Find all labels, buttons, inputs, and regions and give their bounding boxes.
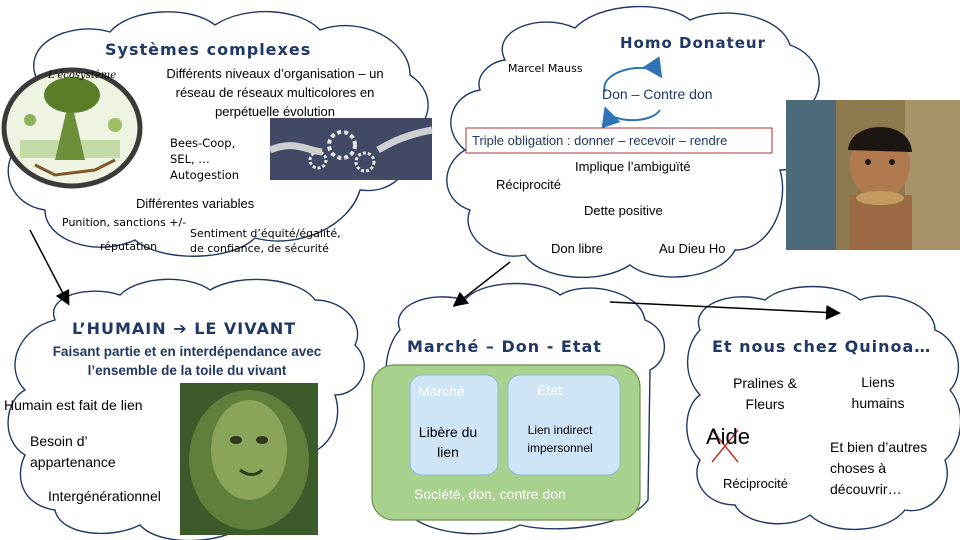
etat-blue-box [507,374,621,476]
variable-reputation: réputation [100,240,158,253]
aide-cross-line-2 [711,429,739,463]
homo-dette: Dette positive [584,203,663,218]
marche-title: Marché – Don - Etat [407,337,602,356]
homo-don-libre: Don libre [551,241,604,256]
marche-blue-box [409,374,499,476]
humain-besoin: Besoin d’ appartenance [30,433,116,470]
homo-triple-obligation: Triple obligation : donner – recevoir – … [472,133,728,148]
quinoa-title: Et nous chez Quinoa… [712,337,932,356]
homo-dieu: Au Dieu Ho [659,241,726,256]
arrow-systemes-to-humain [29,229,70,306]
systemes-title: Systèmes complexes [105,40,312,59]
tree-face-image [180,383,318,535]
humain-lien: Humain est fait de lien [4,397,143,413]
systemes-examples: Bees-Coop, SEL, … Autogestion [170,136,240,182]
quinoa-autres: Et bien d’autres choses à découvrir… [830,439,928,497]
quinoa-aide: Aide [706,424,751,449]
marche-societe: Société, don, contre don [414,486,566,502]
systemes-description: Différents niveaux d’organisation – un r… [166,66,384,119]
cycle-arrow-bottom [601,106,661,129]
marche-label: Marché [418,383,465,399]
humain-intergenerationnel: Intergénérationnel [48,488,161,504]
arrow-marche-to-quinoa [609,301,841,320]
humain-title-right: LE VIVANT [194,319,297,338]
quinoa-pralines: Pralines & Fleurs [733,375,797,412]
cycle-arrow-top [603,56,663,93]
child-photo [786,100,960,250]
quinoa-reciprocite: Réciprocité [723,476,789,491]
etat-label: Etat [537,382,562,398]
humain-title: L’HUMAIN ➔ LE VIVANT [72,319,296,338]
homo-author: Marcel Mauss [508,62,583,75]
variable-punition: Punition, sanctions +/- [62,216,187,229]
homo-title: Homo Donateur [620,34,766,52]
homo-reciprocite: Réciprocité [496,177,562,192]
quinoa-liens: Liens humains [851,374,905,411]
homo-cycle: Don – Contre don [602,86,713,102]
ecosystem-image-label: L'écosystème [48,70,117,81]
variables-title: Différentes variables [136,196,255,211]
gears-image [268,118,433,180]
etat-lien-indirect: Lien indirect impersonnel [527,423,593,455]
arrow-right-icon: ➔ [173,319,188,338]
ecosystem-image [1,67,143,189]
humain-subtitle: Faisant partie et en interdépendance ave… [52,344,322,378]
humain-title-left: L’HUMAIN [72,319,167,338]
homo-ambiguite: Implique l’ambiguïté [575,159,691,174]
arrow-homo-to-marche [452,261,511,307]
marche-libere: Libère du lien [418,424,478,460]
triple-obligation-box [465,127,773,154]
variable-sentiment: Sentiment d’équité/égalité, de confiance… [190,227,341,255]
cloud-quinoa [686,285,960,531]
